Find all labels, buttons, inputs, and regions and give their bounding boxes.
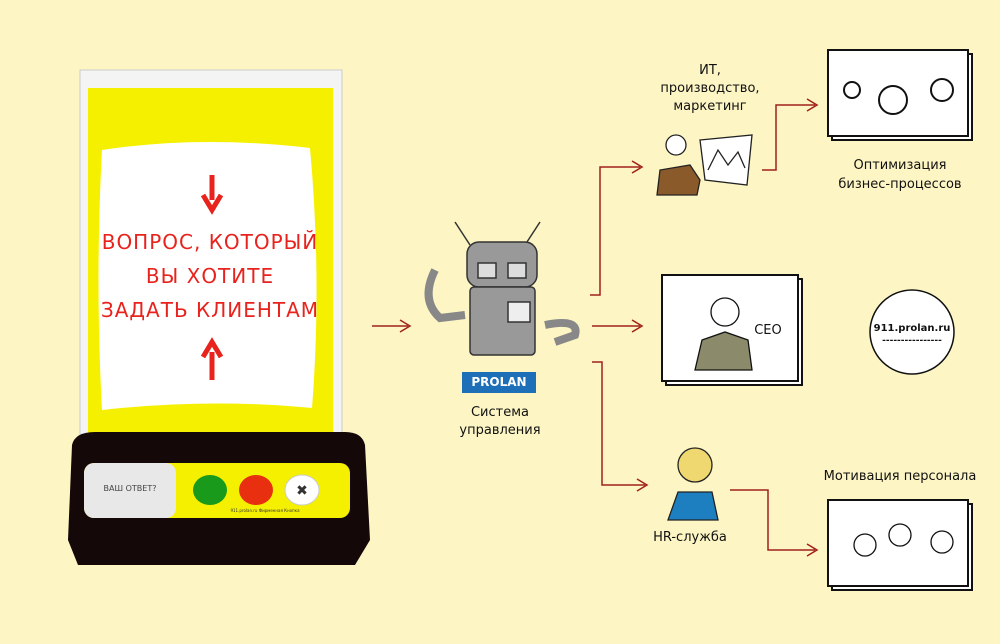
prolan-logo	[462, 372, 536, 393]
ceo-box	[661, 274, 803, 386]
panel-footer: 911.prolan.ru Фирменная Кнопка	[230, 508, 300, 513]
gear-icon	[878, 85, 908, 115]
arrow-up-icon	[200, 337, 224, 380]
cancel-button[interactable]	[284, 474, 320, 506]
hr-label: HR-служба	[653, 530, 727, 545]
gears-box	[827, 49, 973, 141]
logo-text: PRОLAN	[471, 375, 527, 389]
system-label-1: Система	[470, 405, 530, 420]
gear-icon	[930, 78, 954, 102]
optimization-label-2: бизнес-процессов	[838, 177, 962, 192]
site-dashes: ----------------	[882, 336, 942, 346]
ceo-label: CEO	[754, 323, 782, 338]
it-label-3: маркетинг	[673, 99, 747, 114]
it-label-1: ИТ,	[699, 63, 721, 78]
motivation-label: Мотивация персонала	[823, 469, 977, 484]
close-icon: ✖	[296, 483, 308, 499]
gear-icon	[843, 81, 861, 99]
arrow-down-icon	[200, 175, 224, 215]
motivation-box	[827, 499, 973, 591]
system-label-2: управления	[459, 423, 541, 438]
site-url[interactable]: 911.prolan.ru	[873, 323, 951, 334]
it-specialist-illustration	[656, 134, 753, 196]
white-card	[98, 141, 317, 410]
question-line: ЗАДАТЬ КЛИЕНТАМ	[100, 298, 320, 322]
it-label-2: производство,	[660, 81, 760, 96]
connector-arrows	[372, 98, 819, 557]
site-circle	[869, 289, 955, 375]
robot-illustration	[424, 221, 580, 356]
panel-label: ВАШ ОТВЕТ?	[103, 484, 157, 493]
question-line: ВЫ ХОТИТЕ	[145, 264, 275, 288]
question-line: ВОПРОС, КОТОРЫЙ	[101, 230, 319, 254]
optimization-label-1: Оптимизация	[853, 158, 947, 173]
green-button[interactable]	[193, 475, 227, 505]
hr-illustration	[667, 447, 719, 521]
red-button[interactable]	[239, 475, 273, 505]
